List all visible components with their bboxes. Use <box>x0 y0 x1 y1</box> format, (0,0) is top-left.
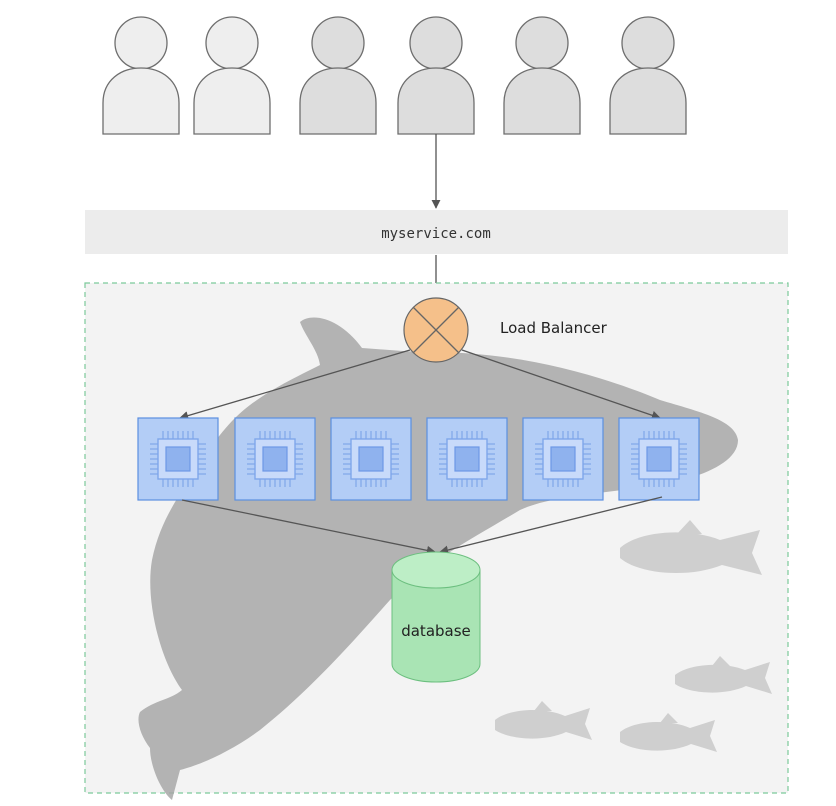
fish-icon <box>620 520 762 575</box>
person-icon <box>102 16 180 135</box>
lb-to-last-server-arrow <box>461 349 661 420</box>
lb-to-first-server-arrow <box>179 349 411 421</box>
person-icon <box>299 16 377 135</box>
person-icon <box>609 16 687 135</box>
servers-group <box>137 417 700 501</box>
cpu-chip-icon <box>426 417 508 501</box>
fish-icon <box>495 701 592 740</box>
users-group <box>102 16 687 135</box>
cpu-chip-icon <box>522 417 604 501</box>
domain-text: myservice.com <box>381 226 491 242</box>
last-server-to-db-arrow <box>439 496 663 555</box>
first-server-to-db-arrow <box>181 499 436 555</box>
cpu-chip-icon <box>330 417 412 501</box>
person-icon <box>397 16 475 135</box>
domain-bar <box>85 210 788 254</box>
fish-icon <box>620 713 717 752</box>
database-label: database <box>401 622 471 640</box>
person-icon <box>503 16 581 135</box>
database-icon <box>391 551 481 683</box>
cpu-chip-icon <box>137 417 219 501</box>
person-icon <box>193 16 271 135</box>
load-balancer-icon <box>403 297 469 363</box>
load-balancer-label: Load Balancer <box>500 319 608 337</box>
cpu-chip-icon <box>618 417 700 501</box>
fish-icon <box>675 656 772 694</box>
cpu-chip-icon <box>234 417 316 501</box>
